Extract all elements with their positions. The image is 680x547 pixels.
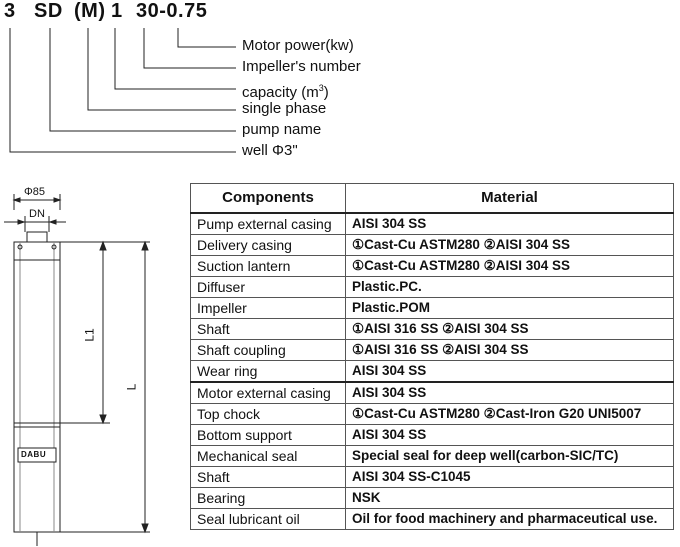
material-cell: AISI 304 SS-C1045	[345, 466, 674, 488]
material-cell: Special seal for deep well(carbon-SIC/TC…	[345, 445, 674, 467]
material-cell: ①Cast-Cu ASTM280 ②Cast-Iron G20 UNI5007	[345, 403, 674, 425]
brand-label: DABU	[21, 450, 47, 459]
legend-pump-name: pump name	[242, 121, 322, 138]
code-part-size: 3	[4, 0, 16, 22]
component-cell: Diffuser	[190, 276, 346, 298]
material-cell: Oil for food machinery and pharmaceutica…	[345, 508, 674, 530]
component-cell: Shaft coupling	[190, 339, 346, 361]
material-cell: AISI 304 SS	[345, 424, 674, 446]
code-part-stages-power: 30-0.75	[136, 0, 208, 22]
component-cell: Suction lantern	[190, 255, 346, 277]
material-cell: ①Cast-Cu ASTM280 ②AISI 304 SS	[345, 255, 674, 277]
component-cell: Pump external casing	[190, 212, 346, 235]
diameter-label: Φ85	[24, 186, 46, 198]
legend-well: well Φ3"	[242, 142, 298, 159]
component-cell: Shaft	[190, 466, 346, 488]
components-table: Components Material Pump external casing…	[190, 183, 674, 530]
table-header-row: Components Material	[190, 183, 674, 214]
legend-single-phase: single phase	[242, 100, 327, 117]
l1-label: L1	[82, 328, 97, 342]
component-cell: Seal lubricant oil	[190, 508, 346, 530]
model-code: 3 SD (M) 1 30-0.75	[4, 0, 207, 26]
header-material: Material	[345, 183, 674, 214]
component-cell: Top chock	[190, 403, 346, 425]
legend-leader-lines	[9, 28, 236, 153]
legend-impeller-number: Impeller's number	[242, 58, 361, 75]
pump-drawing	[4, 194, 150, 546]
legend-motor-power: Motor power(kw)	[242, 37, 354, 54]
material-cell: AISI 304 SS	[345, 212, 674, 235]
material-cell: ①Cast-Cu ASTM280 ②AISI 304 SS	[345, 234, 674, 256]
component-cell: Shaft	[190, 318, 346, 340]
component-cell: Impeller	[190, 297, 346, 319]
l-label: L	[124, 383, 139, 391]
component-cell: Bearing	[190, 487, 346, 509]
component-cell: Mechanical seal	[190, 445, 346, 467]
material-cell: Plastic.POM	[345, 297, 674, 319]
material-cell: AISI 304 SS	[345, 360, 674, 383]
component-cell: Bottom support	[190, 424, 346, 446]
dn-label: DN	[29, 208, 45, 220]
legend-capacity: capacity (m3)	[242, 83, 329, 101]
material-cell: AISI 304 SS	[345, 381, 674, 404]
component-cell: Motor external casing	[190, 381, 346, 404]
component-cell: Delivery casing	[190, 234, 346, 256]
code-part-phase: (M)	[74, 0, 106, 22]
material-cell: ①AISI 316 SS ②AISI 304 SS	[345, 318, 674, 340]
material-cell: ①AISI 316 SS ②AISI 304 SS	[345, 339, 674, 361]
code-part-capacity: 1	[111, 0, 123, 22]
material-cell: Plastic.PC.	[345, 276, 674, 298]
material-cell: NSK	[345, 487, 674, 509]
code-part-name: SD	[34, 0, 63, 22]
header-components: Components	[190, 183, 346, 214]
component-cell: Wear ring	[190, 360, 346, 383]
